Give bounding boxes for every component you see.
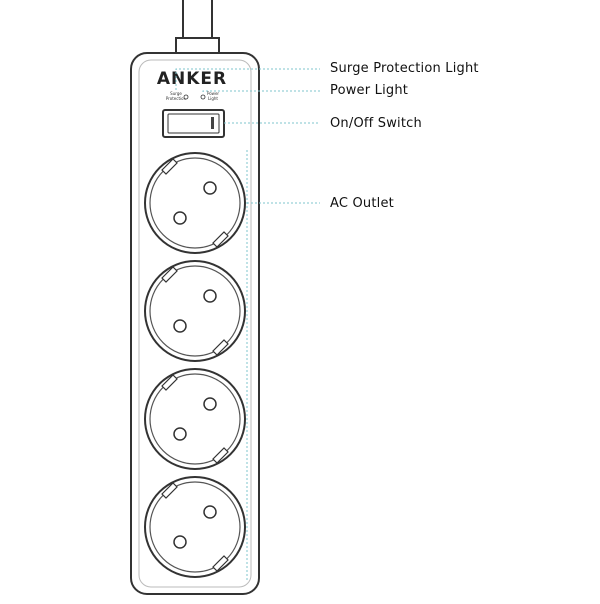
on-off-switch[interactable] xyxy=(162,109,225,138)
ac-outlet-2[interactable] xyxy=(144,260,246,362)
callout-surge-protection-light: Surge Protection Light xyxy=(330,61,479,76)
pin-hole-2 xyxy=(173,427,187,441)
strip-body-inner-edge xyxy=(138,59,252,588)
callout-leader-lines xyxy=(175,68,320,580)
ac-outlet-3[interactable] xyxy=(144,368,246,470)
power-indicator-label-1: Power xyxy=(207,91,219,96)
switch-toggle-mark xyxy=(211,117,214,129)
pin-hole-1 xyxy=(203,289,217,303)
power-light-icon xyxy=(200,94,206,100)
pin-hole-1 xyxy=(203,505,217,519)
ac-outlet-1[interactable] xyxy=(144,152,246,254)
pin-hole-1 xyxy=(203,181,217,195)
callout-on-off-switch: On/Off Switch xyxy=(330,116,422,131)
pin-hole-1 xyxy=(203,397,217,411)
leader-outlet xyxy=(246,150,320,580)
leader-power xyxy=(202,90,320,92)
callout-ac-outlet: AC Outlet xyxy=(330,196,394,211)
surge-indicator-label-2: Protection xyxy=(166,96,187,101)
power-indicator-label-2: Light xyxy=(208,96,218,101)
leader-surge xyxy=(175,68,320,90)
power-cord xyxy=(175,0,220,56)
pin-hole-2 xyxy=(173,535,187,549)
pin-hole-2 xyxy=(173,319,187,333)
surge-indicator-label-1: Surge xyxy=(170,91,182,96)
surge-protection-light-icon xyxy=(183,94,189,100)
pin-hole-2 xyxy=(173,211,187,225)
brand-logo: ANKER xyxy=(157,69,227,89)
ac-outlet-4[interactable] xyxy=(144,476,246,578)
callout-power-light: Power Light xyxy=(330,83,409,98)
indicator-area: Surge Protection Power Light xyxy=(166,91,220,101)
ac-outlets xyxy=(144,152,246,578)
